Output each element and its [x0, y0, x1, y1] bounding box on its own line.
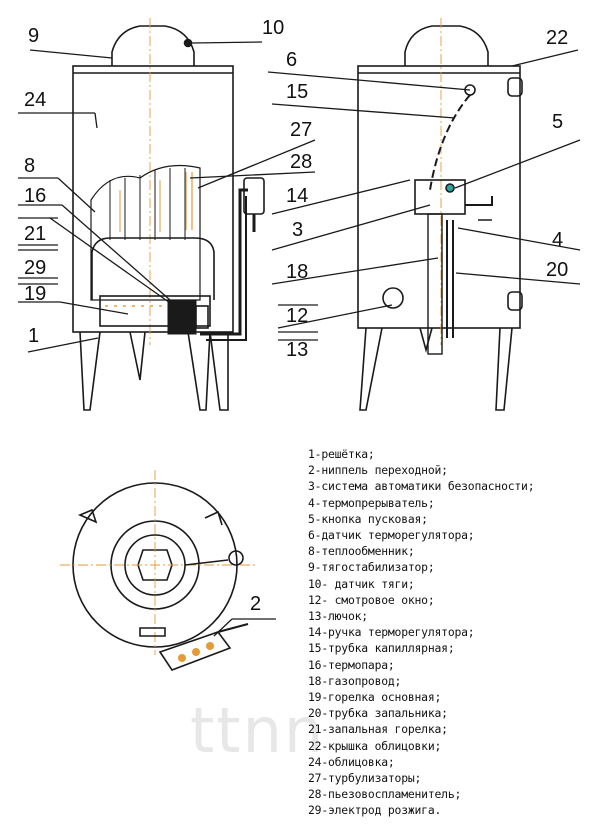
- callout-3: 3: [292, 219, 303, 241]
- legend-item: 28-пьезовоспламенитель;: [308, 787, 462, 802]
- callout-24: 24: [24, 89, 46, 111]
- callout-22: 22: [546, 27, 568, 49]
- callout-underlines: [18, 217, 318, 341]
- callout-29: 29: [24, 257, 46, 279]
- legend-item: 9-тягостабилизатор;: [308, 560, 435, 575]
- legend-item: 19-горелка основная;: [308, 690, 442, 705]
- callout-16: 16: [24, 185, 46, 207]
- callout-15: 15: [286, 81, 308, 103]
- callout-6: 6: [286, 49, 297, 71]
- callout-5: 5: [552, 111, 563, 133]
- callout-28: 28: [290, 151, 312, 173]
- legend-item: 29-электрод розжига.: [308, 803, 442, 818]
- legend-item: 8-теплообменник;: [308, 544, 415, 559]
- legend-item: 4-термопрерыватель;: [308, 495, 435, 510]
- legend-item: 21-запальная горелка;: [308, 722, 448, 737]
- side-view: [357, 18, 523, 411]
- callout-9: 9: [28, 25, 39, 47]
- parts-legend: 1-решётка; 2-ниппель переходной; 3-систе…: [308, 446, 598, 819]
- callout-27: 27: [290, 119, 312, 141]
- legend-item: 16-термопара;: [308, 657, 395, 672]
- legend-item: 2-ниппель переходной;: [308, 463, 448, 478]
- top-view: [60, 470, 255, 671]
- legend-item: 3-система автоматики безопасности;: [308, 479, 535, 494]
- callout-12: 12: [286, 305, 308, 327]
- callout-13: 13: [286, 339, 308, 361]
- legend-item: 1-решётка;: [308, 447, 375, 461]
- callout-labels: 9 10 24 8 16 21 29 19 1 27 28 6 22 15 5 …: [24, 17, 568, 615]
- front-view: [72, 18, 265, 411]
- legend-item: 10- датчик тяги;: [308, 576, 415, 591]
- legend-item: 12- смотровое окно;: [308, 592, 435, 607]
- callout-4: 4: [552, 229, 563, 251]
- legend-item: 6-датчик терморегулятора;: [308, 528, 475, 543]
- legend-item: 24-облицовка;: [308, 754, 395, 769]
- callout-10: 10: [262, 17, 284, 39]
- watermark: ttnn: [190, 694, 325, 767]
- callout-19: 19: [24, 283, 46, 305]
- legend-item: 18-газопровод;: [308, 673, 402, 688]
- callout-2: 2: [250, 593, 261, 615]
- callout-20: 20: [546, 259, 568, 281]
- callout-21: 21: [24, 223, 46, 245]
- legend-item: 13-лючок;: [308, 609, 368, 624]
- callout-8: 8: [24, 155, 35, 177]
- callout-1: 1: [28, 325, 39, 347]
- legend-item: 22-крышка облицовки;: [308, 738, 442, 753]
- callout-14: 14: [286, 185, 308, 207]
- legend-item: 27-турбулизаторы;: [308, 771, 422, 786]
- callout-18: 18: [286, 261, 308, 283]
- legend-item: 5-кнопка пусковая;: [308, 511, 428, 526]
- legend-item: 20-трубка запальника;: [308, 706, 448, 721]
- leader-lines: [18, 41, 581, 637]
- legend-item: 15-трубка капиллярная;: [308, 641, 455, 656]
- legend-item: 14-ручка терморегулятора;: [308, 625, 475, 640]
